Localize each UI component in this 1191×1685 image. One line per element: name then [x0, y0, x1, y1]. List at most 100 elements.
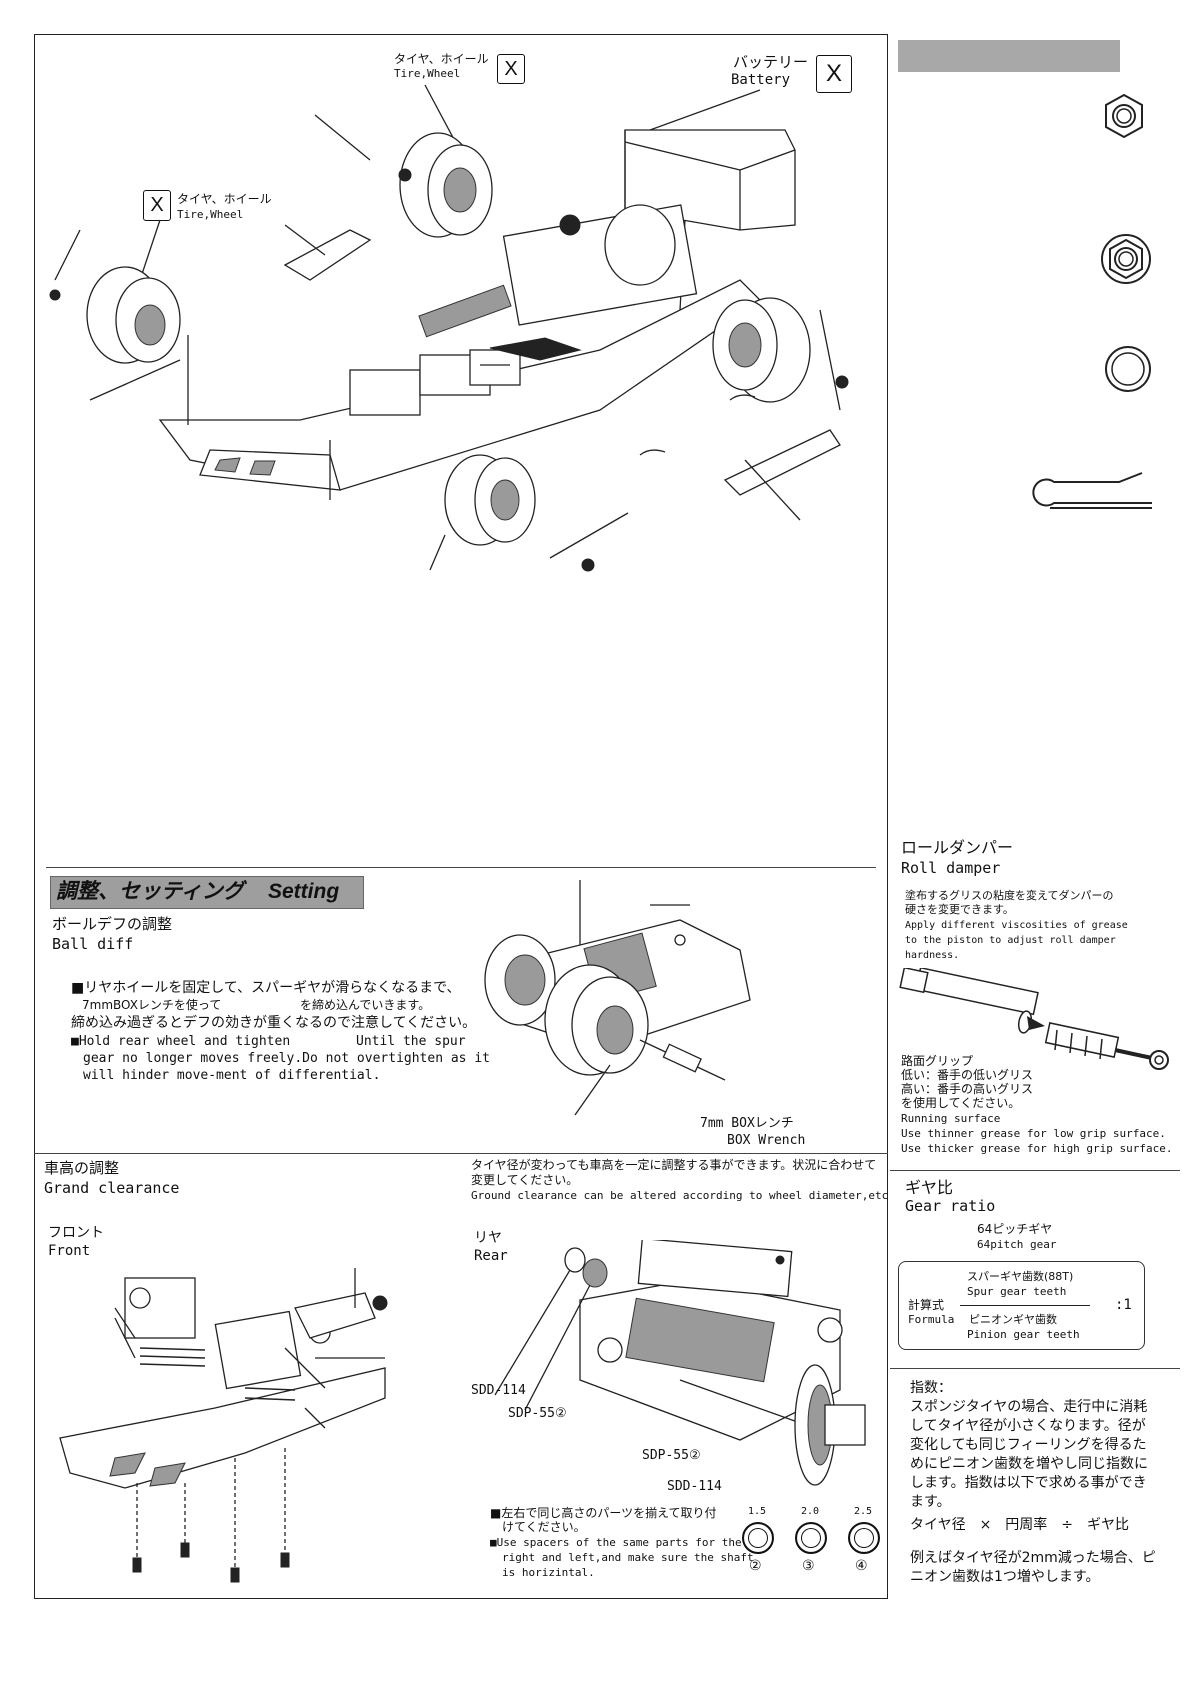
body-clip-icon: [1032, 472, 1152, 509]
spacer-option-2: 2.0 ③: [795, 1505, 831, 1575]
spacer-number: ②: [749, 1558, 762, 1574]
grip-label-en-3: Use thicker grease for high grip surface…: [901, 1142, 1173, 1155]
tire-wheel-top-label-jp: タイヤ、ホイール: [394, 52, 489, 66]
clearance-note-jp-1: タイヤ径が変わっても車高を一定に調整する事ができます。状況に合わせて: [471, 1158, 877, 1172]
rear-spacers-exploded: [494, 1247, 608, 1411]
wheel-rear-top: [399, 132, 493, 238]
box-wrench-label-jp: 7mm BOXレンチ: [700, 1116, 794, 1131]
spacer-size-label: 2.0: [801, 1506, 820, 1517]
roll-damper-illustration: [899, 968, 1169, 1070]
spacer-instr-en-2: right and left,and make sure the shaft: [502, 1551, 754, 1564]
formula-label-jp: 計算式: [908, 1298, 945, 1312]
roll-damper-desc-en-3: hardness.: [905, 950, 960, 961]
grip-label-en-2: Use thinner grease for low grip surface.: [901, 1127, 1166, 1140]
tire-wheel-top-label-en: Tire,Wheel: [394, 67, 461, 80]
main-frame: [34, 34, 888, 1599]
divider-sidebar-index: [890, 1368, 1180, 1369]
battery-label-jp: バッテリー: [733, 53, 809, 71]
gear-pitch-en: 64pitch gear: [977, 1238, 1057, 1251]
wheel-front-left: [86, 266, 181, 364]
roll-damper-title-jp: ロールダンパー: [901, 838, 1014, 857]
divider-sidebar-gear: [890, 1170, 1180, 1171]
index-body-3: 変化しても同じフィーリングを得るた: [910, 1437, 1147, 1453]
washer-icon: [1105, 346, 1151, 392]
spacer-option-3: 2.5 ④: [848, 1505, 884, 1575]
box-wrench-label-en: BOX Wrench: [727, 1133, 806, 1148]
part-sdd114-a: SDD-114: [471, 1383, 526, 1398]
ball-diff-title-en: Ball diff: [52, 935, 134, 953]
index-body-5: します。指数は以下で求める事ができ: [910, 1475, 1147, 1491]
spacer-option-1: 1.5 ②: [742, 1505, 778, 1575]
ball-diff-instr-en-3: will hinder move-ment of differential.: [83, 1068, 381, 1083]
roll-damper-desc-en-2: to the piston to adjust roll damper: [905, 935, 1116, 946]
rear-pod-illustration: [579, 1240, 866, 1486]
grip-label-jp-1: 路面グリップ: [901, 1054, 974, 1068]
ball-diff-instr-jp-2b: を締め込んでいきます。: [300, 998, 431, 1012]
spacer-instr-jp-1: ■左右で同じ高さのパーツを揃えて取り付: [490, 1506, 717, 1520]
ball-diff-title-jp: ボールデフの調整: [52, 915, 173, 933]
spur-teeth-jp: スパーギヤ歯数(88T): [967, 1270, 1074, 1283]
front-suspension-illustration: [59, 1268, 388, 1583]
divider-setting: [46, 867, 876, 868]
clearance-note-en: Ground clearance can be altered accordin…: [471, 1189, 889, 1202]
rear-label-en: Rear: [474, 1248, 508, 1264]
index-formula: タイヤ径 × 円周率 ÷ ギヤ比: [910, 1517, 1130, 1533]
sidebar-header-bar: [898, 40, 1120, 72]
part-sdd114-b: SDD-114: [667, 1479, 722, 1494]
roll-damper-title-en: Roll damper: [901, 859, 1001, 877]
front-label-jp: フロント: [48, 1225, 104, 1241]
pinion-teeth-jp: ピニオンギヤ歯数: [969, 1313, 1057, 1326]
ball-diff-illustration: [484, 880, 751, 1116]
setting-banner-jp: 調整、セッティング: [56, 879, 244, 903]
roll-damper-desc-jp-2: 硬さを変更できます。: [905, 903, 1014, 916]
clearance-note-jp-2: 変更してください。: [471, 1173, 579, 1187]
spacer-number: ④: [855, 1558, 868, 1574]
gear-ratio-suffix: :1: [1115, 1297, 1132, 1313]
spur-teeth-en: Spur gear teeth: [967, 1285, 1067, 1298]
ball-diff-instr-en-2: gear no longer moves freely.Do not overt…: [83, 1051, 490, 1066]
spacer-number: ③: [802, 1558, 815, 1574]
gear-formula-box: [898, 1261, 1145, 1350]
battery-x-mark: X: [816, 55, 852, 93]
rear-label-jp: リヤ: [474, 1230, 502, 1246]
roll-damper-desc-en-1: Apply different viscosities of grease: [905, 920, 1128, 931]
formula-fraction-line: [960, 1305, 1090, 1306]
ball-diff-instr-jp-2a: 7mmBOXレンチを使って: [82, 998, 222, 1012]
setting-banner: [50, 876, 364, 909]
index-example-1: 例えばタイヤ径が2mm減った場合、ピ: [910, 1550, 1156, 1566]
gear-pitch-jp: 64ピッチギヤ: [977, 1222, 1053, 1236]
grip-label-en-1: Running surface: [901, 1112, 1001, 1125]
index-body-6: ます。: [910, 1494, 951, 1510]
grip-label-jp-2: 低い：番手の低いグリス: [901, 1068, 1034, 1082]
ball-diff-instr-jp-1: ■リヤホイールを固定して、スパーギヤが滑らなくなるまで、: [71, 980, 461, 996]
index-example-2: ニオン歯数は1つ増やします。: [910, 1569, 1100, 1585]
clearance-title-en: Grand clearance: [44, 1179, 180, 1197]
battery-label-en: Battery: [731, 72, 791, 88]
chassis-assembly-illustration: [49, 84, 849, 572]
front-label-en: Front: [48, 1243, 91, 1259]
clearance-title-jp: 車高の調整: [44, 1159, 120, 1177]
grip-label-jp-3: 高い：番手の高いグリス: [901, 1082, 1034, 1096]
ball-diff-instr-en-1a: ■Hold rear wheel and tighten: [71, 1034, 291, 1049]
tire-wheel-left-label-jp: タイヤ、ホイール: [177, 192, 272, 206]
part-sdp55-b: SDP-55②: [642, 1448, 701, 1463]
spacer-instr-en-3: is horizintal.: [502, 1566, 595, 1579]
index-body-4: めにピニオン歯数を増やし同じ指数に: [910, 1456, 1148, 1472]
spacer-instr-jp-2: けてください。: [502, 1520, 586, 1534]
tire-wheel-left-label-en: Tire,Wheel: [177, 208, 244, 221]
grip-label-jp-4: を使用してください。: [901, 1096, 1021, 1110]
ball-diff-instr-jp-3: 締め込み過ぎるとデフの効きが重くなるので注意してください。: [71, 1015, 477, 1031]
part-sdp55-a: SDP-55②: [508, 1406, 567, 1421]
spacer-ring-icon: [795, 1522, 827, 1554]
gear-ratio-title-en: Gear ratio: [905, 1197, 996, 1215]
tire-wheel-top-x-mark: X: [497, 54, 525, 84]
tire-wheel-left-x-mark: X: [143, 190, 171, 221]
setting-banner-en: Setting: [268, 880, 340, 903]
roll-damper-desc-jp-1: 塗布するグリスの粘度を変えてダンパーの: [905, 889, 1114, 902]
spacer-instr-en-1: ■Use spacers of the same parts for the: [490, 1536, 742, 1549]
spacer-ring-icon: [848, 1522, 880, 1554]
index-body-1: スポンジタイヤの場合、走行中に消耗: [910, 1399, 1148, 1415]
wheel-front-right: [444, 454, 536, 546]
pinion-teeth-en: Pinion gear teeth: [967, 1328, 1080, 1341]
wheel-rear-right: [712, 297, 811, 403]
